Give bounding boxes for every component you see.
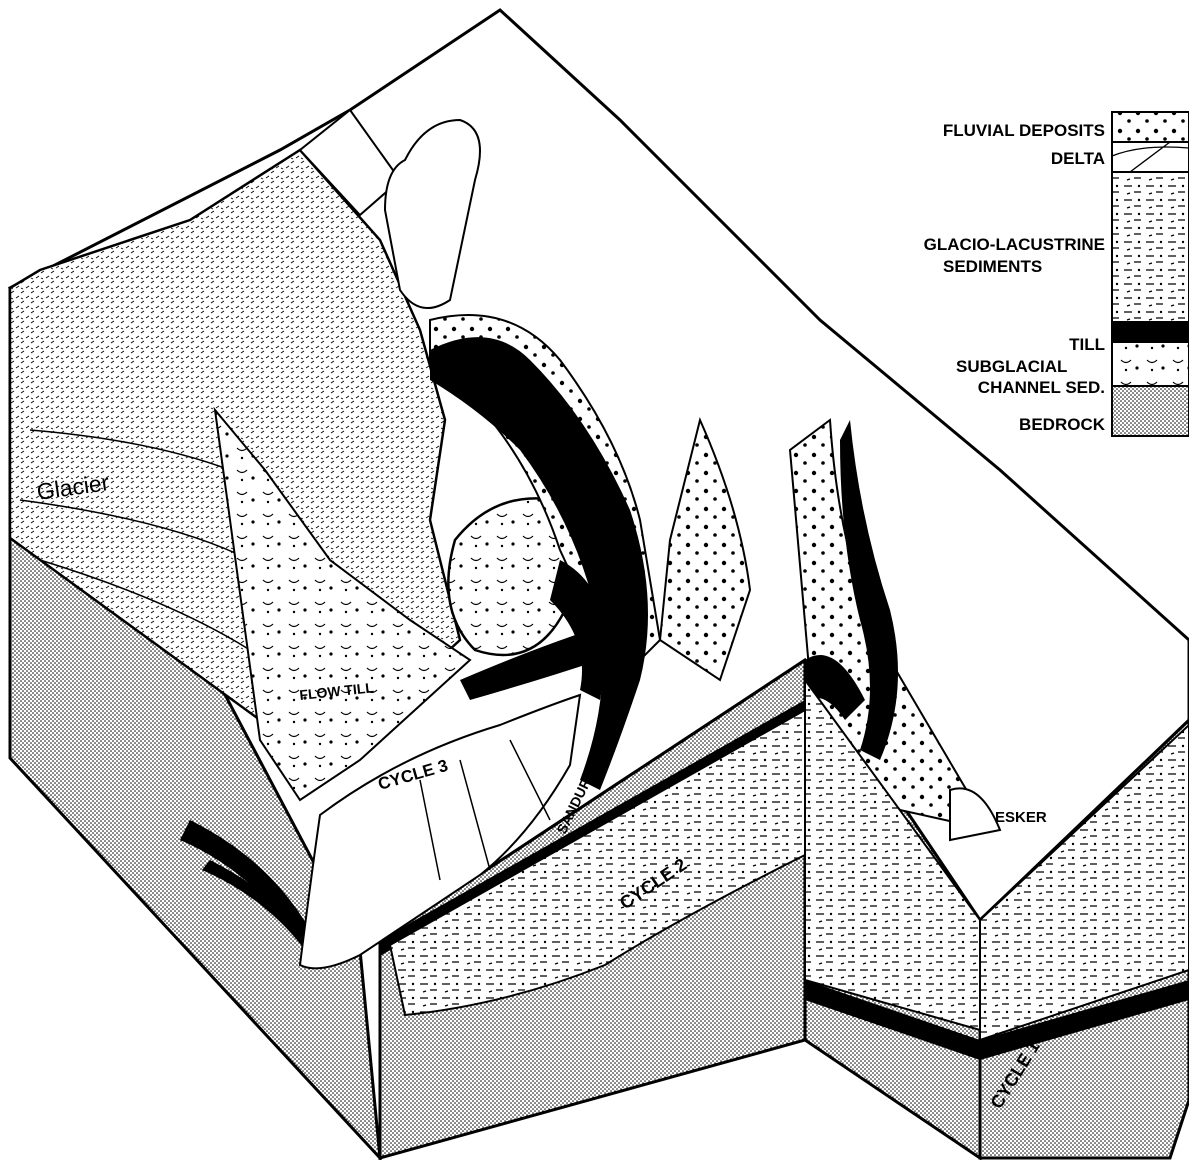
legend-label-till: TILL [1069,335,1105,354]
legend-label-subglacial: SUBGLACIAL [956,357,1067,376]
legend: FLUVIAL DEPOSITS DELTA GLACIO-LACUSTRINE… [924,112,1189,436]
label-esker: ESKER [995,809,1047,826]
legend-label-glacio-lacustrine: GLACIO-LACUSTRINE [924,235,1105,254]
legend-label-fluvial-deposits: FLUVIAL DEPOSITS [943,121,1105,140]
legend-swatch-column [1112,112,1189,436]
legend-label-delta: DELTA [1051,149,1105,168]
legend-label-sediments: SEDIMENTS [943,257,1042,276]
legend-label-channel-sed: CHANNEL SED. [978,378,1105,397]
legend-label-bedrock: BEDROCK [1019,415,1106,434]
